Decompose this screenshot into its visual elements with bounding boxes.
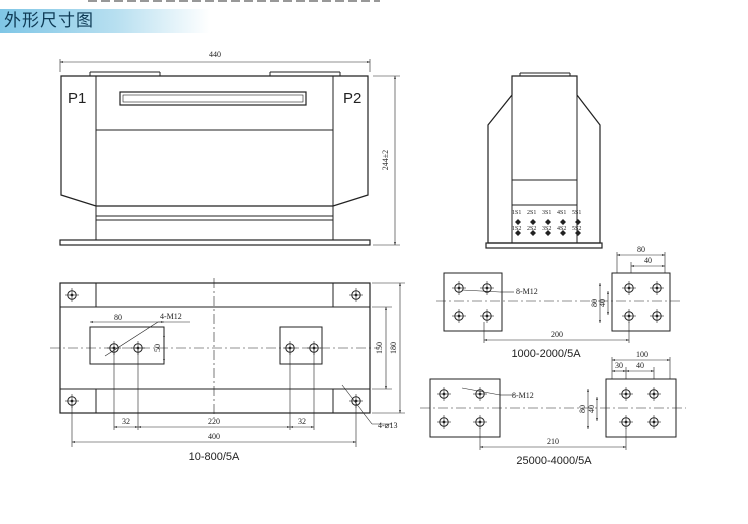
bolt-hole-icon [472, 386, 488, 402]
terminal-hole-icon [130, 340, 146, 356]
mount-hole-icon [348, 393, 364, 409]
front-view [59, 59, 400, 246]
base-dim-220: 220 [208, 417, 220, 426]
base-dim-32a: 32 [122, 417, 130, 426]
pattern-a-hole-label: 8-M12 [516, 287, 538, 296]
base-mount-label: 4-⌀13 [378, 421, 397, 430]
terminal-2: 2S1 2S2 [527, 210, 536, 236]
terminal-p1: P1 [68, 90, 86, 107]
bolt-hole-icon [649, 280, 665, 296]
bolt-hole-icon [451, 308, 467, 324]
base-caption: 10-800/5A [189, 451, 240, 463]
front-height-dim: 244±2 [381, 150, 390, 170]
side-view [485, 72, 603, 249]
bolt-hole-icon [479, 308, 495, 324]
pattern-a-caption: 1000-2000/5A [511, 348, 581, 360]
terminal-p2: P2 [343, 90, 361, 107]
bolt-hole-icon [646, 386, 662, 402]
bolt-hole-icon [479, 280, 495, 296]
svg-text:1S2: 1S2 [512, 226, 521, 232]
pattern-b-caption: 25000-4000/5A [516, 455, 592, 467]
terminal-hole-icon [106, 340, 122, 356]
bolt-hole-icon [649, 308, 665, 324]
terminal-5: 5S1 5S2 [572, 210, 581, 236]
bolt-hole-icon [451, 280, 467, 296]
pattern-b-dim-40-v: 40 [587, 405, 596, 413]
pattern-b-dim-80-v: 80 [578, 405, 587, 413]
pattern-b-dim-40: 40 [636, 361, 644, 370]
svg-text:5S1: 5S1 [572, 210, 581, 216]
svg-text:2S2: 2S2 [527, 226, 536, 232]
pattern-a-dim-40-v: 40 [598, 299, 607, 307]
base-dim-180: 180 [389, 342, 398, 354]
base-dim-50: 50 [153, 344, 162, 352]
bolt-hole-icon [618, 414, 634, 430]
pattern-b-dim-30: 30 [615, 361, 623, 370]
base-dim-150: 150 [375, 342, 384, 354]
base-view [50, 278, 405, 447]
front-width-dim: 440 [209, 50, 221, 59]
bolt-hole-icon [472, 414, 488, 430]
bolt-hole-icon [621, 308, 637, 324]
terminal-3: 3S1 3S2 [542, 210, 551, 236]
base-dim-80: 80 [114, 313, 122, 322]
bolt-hole-icon [436, 414, 452, 430]
svg-text:3S2: 3S2 [542, 226, 551, 232]
terminal-hole-icon [306, 340, 322, 356]
mount-hole-icon [64, 393, 80, 409]
pattern-b-dim-210: 210 [547, 437, 559, 446]
pattern-a [436, 252, 680, 343]
bolt-hole-icon [436, 386, 452, 402]
terminal-hole-icon [282, 340, 298, 356]
base-dim-32b: 32 [298, 417, 306, 426]
section-header: 外形尺寸图 [0, 9, 210, 33]
svg-text:4S2: 4S2 [557, 226, 566, 232]
bolt-hole-icon [618, 386, 634, 402]
pattern-a-dim-200: 200 [551, 330, 563, 339]
pattern-a-dim-80: 80 [637, 245, 645, 254]
bolt-hole-icon [646, 414, 662, 430]
pattern-a-dim-80-v: 80 [590, 299, 599, 307]
pattern-b-hole-label: 8-M12 [512, 391, 534, 400]
side-terminal-block: 1S1 1S2 2S1 2S2 3S1 3S2 4S1 4S2 5S1 5S2 [512, 210, 581, 236]
svg-text:5S2: 5S2 [572, 226, 581, 232]
base-hole-label: 4-M12 [160, 312, 182, 321]
pattern-b [420, 357, 686, 450]
base-dim-400: 400 [208, 432, 220, 441]
pattern-a-dim-40: 40 [644, 256, 652, 265]
section-title: 外形尺寸图 [4, 11, 94, 31]
terminal-1: 1S1 1S2 [512, 210, 521, 236]
mount-hole-icon [64, 287, 80, 303]
terminal-4: 4S1 4S2 [557, 210, 566, 236]
svg-text:3S1: 3S1 [542, 210, 551, 216]
mount-hole-icon [348, 287, 364, 303]
pattern-b-dim-100: 100 [636, 350, 648, 359]
svg-text:1S1: 1S1 [512, 210, 521, 216]
svg-text:2S1: 2S1 [527, 210, 536, 216]
bolt-hole-icon [621, 280, 637, 296]
pattern-a-holes [451, 280, 665, 324]
svg-text:4S1: 4S1 [557, 210, 566, 216]
